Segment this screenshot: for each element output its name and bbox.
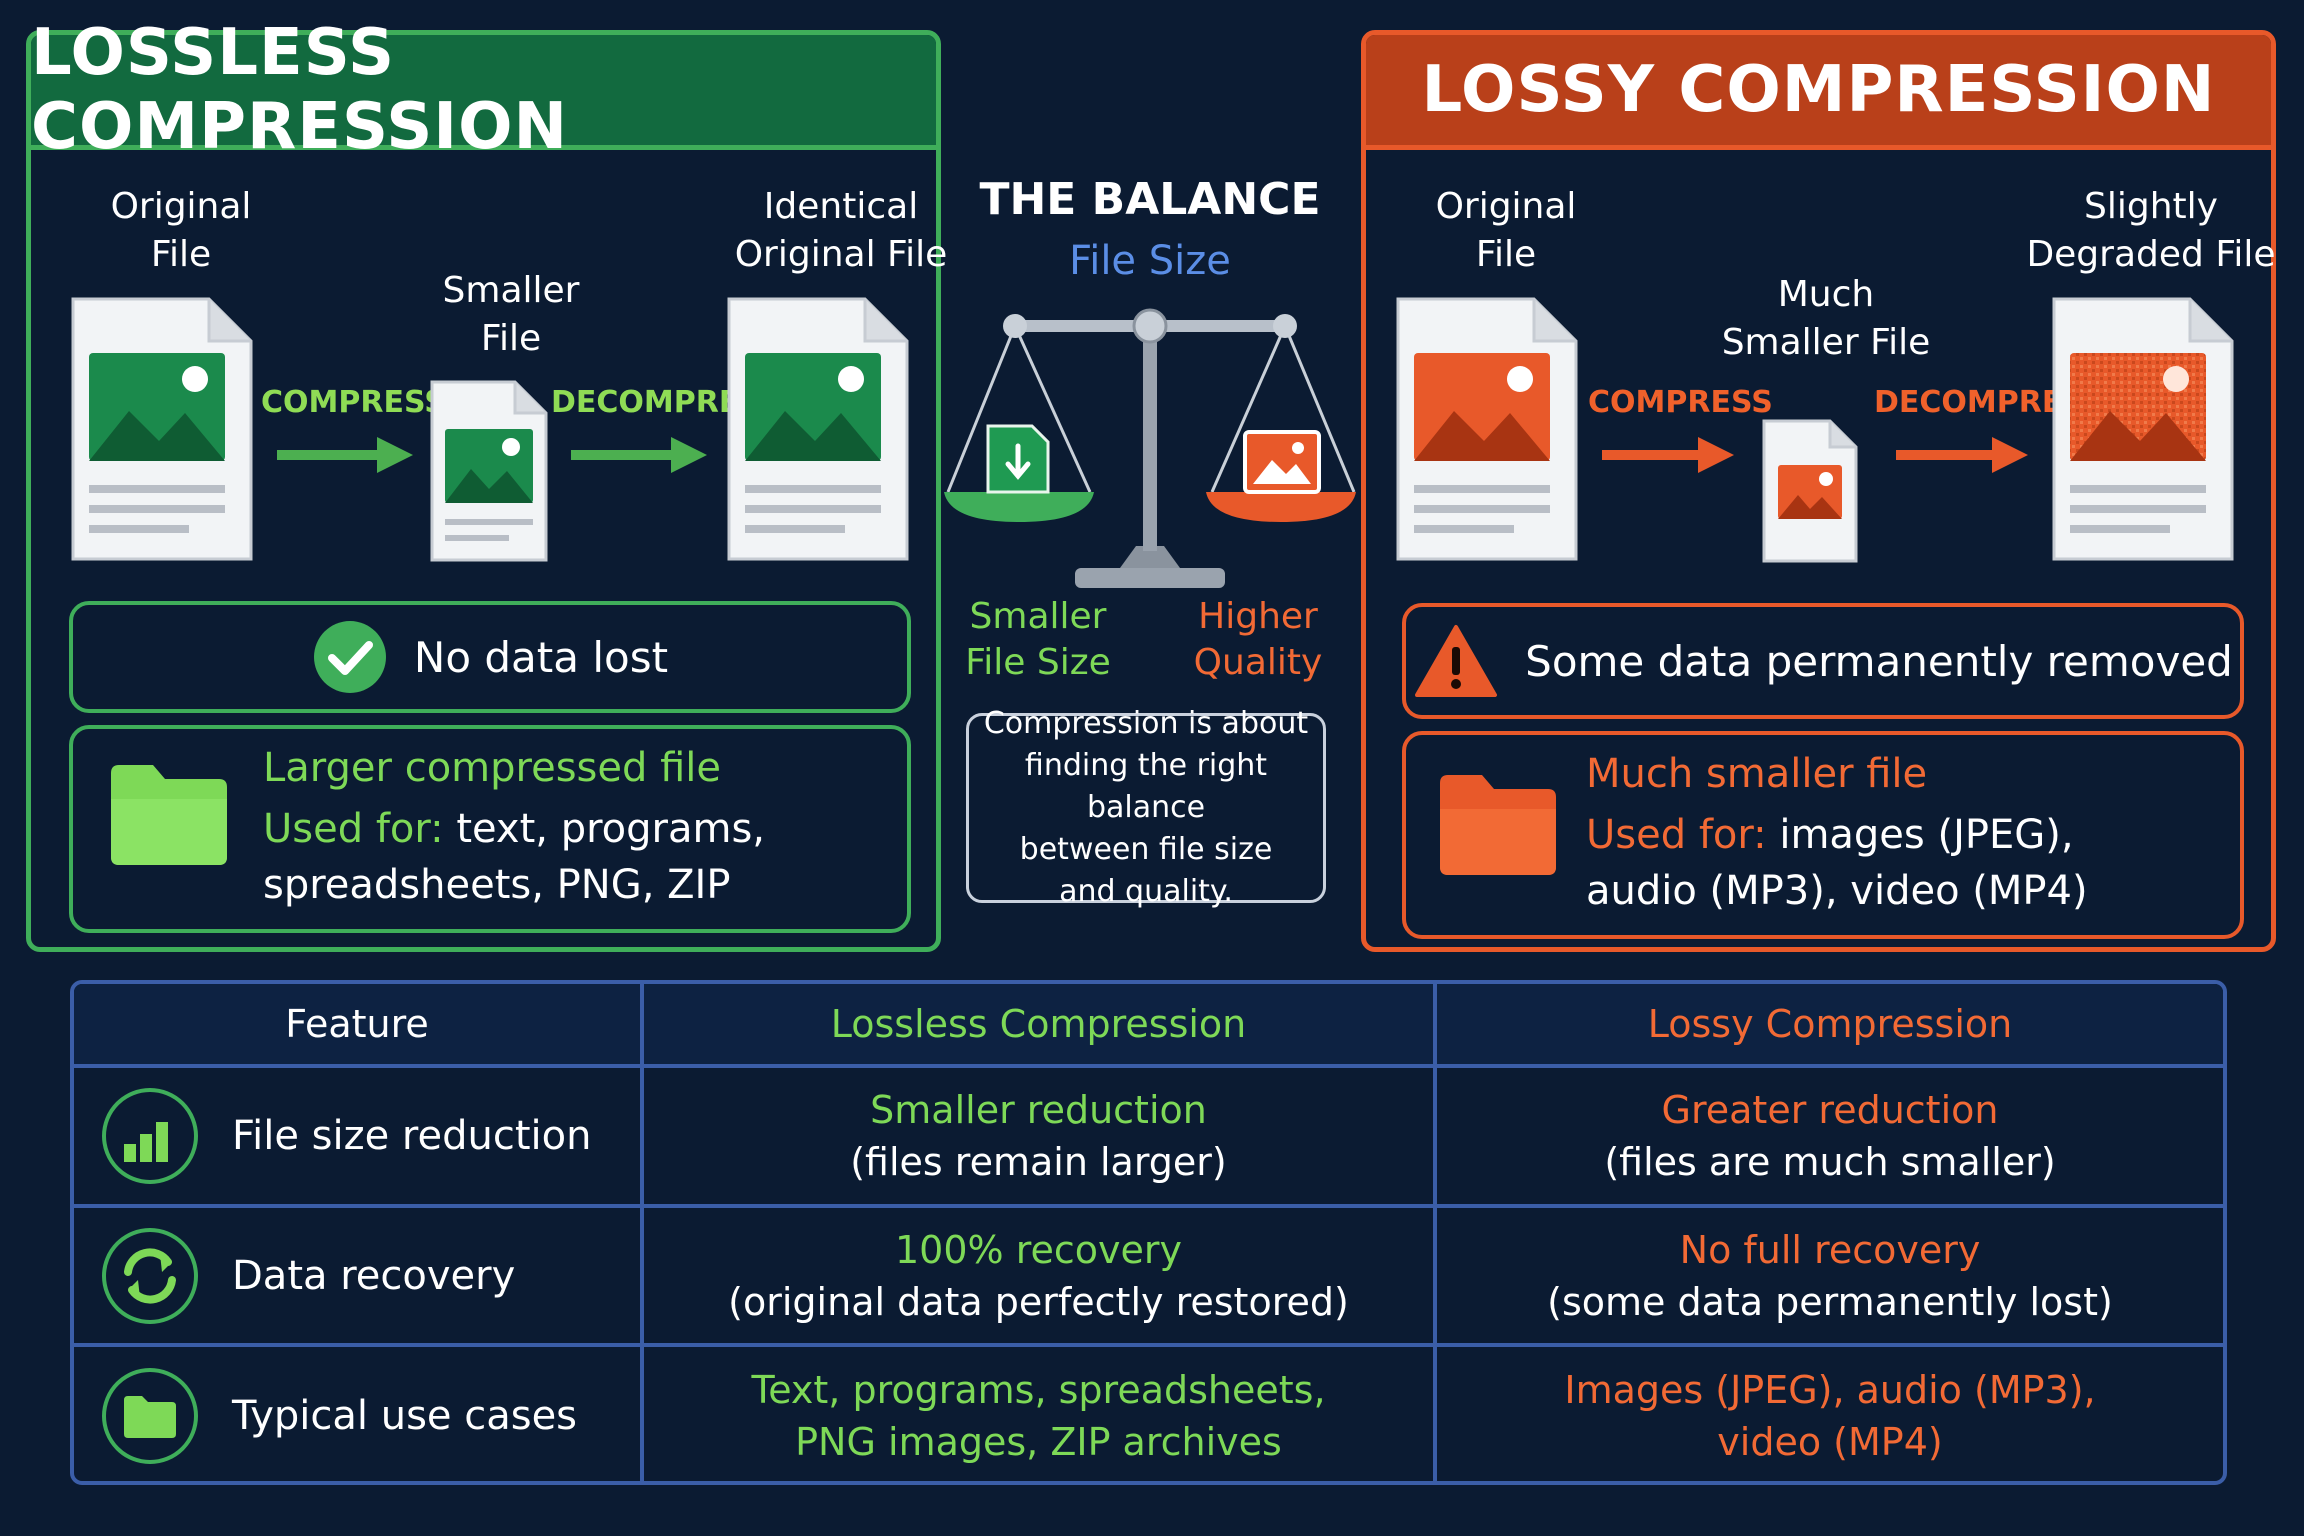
balance-subtitle: File Size: [1069, 238, 1231, 284]
table-row: File size reduction Smaller reduction (f…: [74, 1068, 2223, 1208]
lossy-decompress-arrow-icon: [1896, 437, 2028, 473]
table-header-lossy: Lossy Compression: [1647, 1002, 2013, 1046]
table-header-row: Feature Lossless Compression Lossy Compr…: [74, 984, 2223, 1068]
warning-icon: [1415, 625, 1498, 697]
lossless-info-title: Larger compressed file: [263, 745, 722, 791]
lossy-status-text: Some data permanently removed: [1525, 636, 2233, 686]
lossy-used-for: Used for: images (JPEG), audio (MP3), vi…: [1586, 812, 2088, 914]
feature-name: Data recovery: [232, 1252, 516, 1299]
balance-title: THE BALANCE: [979, 174, 1321, 225]
table-header-lossless: Lossless Compression: [644, 984, 1437, 1064]
folder-icon: [1440, 775, 1556, 875]
table-row: Data recovery 100% recovery (original da…: [74, 1208, 2223, 1347]
folder-icon: [111, 765, 227, 865]
lossy-degraded-file-icon: [2052, 297, 2234, 561]
lossless-status-box: No data lost: [69, 601, 911, 713]
lossless-compress-label: COMPRESS: [261, 385, 446, 420]
lossy-info-box: Much smaller file Used for: images (JPEG…: [1402, 731, 2244, 939]
lossy-compress-label: COMPRESS: [1588, 385, 1773, 420]
lossless-status-text: No data lost: [413, 632, 669, 682]
lossy-smaller-file-icon: [1762, 419, 1858, 563]
bar-chart-icon: [102, 1088, 198, 1184]
table-feature-cell: Data recovery: [74, 1208, 644, 1343]
lossless-compress-arrow-icon: [277, 437, 413, 473]
comparison-table: Feature Lossless Compression Lossy Compr…: [70, 980, 2227, 1485]
check-circle-icon: [313, 621, 386, 693]
table-header-feature: Feature: [74, 984, 644, 1064]
lossless-original-file-icon: [71, 297, 253, 561]
lossy-compress-arrow-icon: [1602, 437, 1734, 473]
lossless-decompress-label: DECOMPRESS: [551, 385, 782, 420]
lossy-status-box: Some data permanently removed: [1402, 603, 2244, 719]
lossless-info-box: Larger compressed file Used for: text, p…: [69, 725, 911, 933]
lossy-value-cell: Greater reduction (files are much smalle…: [1604, 1088, 2056, 1184]
lossy-info-title: Much smaller file: [1586, 751, 1928, 797]
lossless-used-for: Used for: text, programs, spreadsheets, …: [263, 806, 765, 908]
lossy-value-cell: Images (JPEG), audio (MP3), video (MP4): [1564, 1368, 2096, 1464]
lossless-title: LOSSLESS COMPRESSION: [31, 16, 936, 164]
lossy-decompress-label: DECOMPRESS: [1874, 385, 2105, 420]
table-feature-cell: Typical use cases: [74, 1347, 644, 1481]
lossless-decompress-arrow-icon: [571, 437, 707, 473]
lossy-original-file-icon: [1396, 297, 1578, 561]
balance-note: Compression is about finding the right b…: [966, 706, 1326, 909]
lossless-value-cell: Text, programs, spreadsheets, PNG images…: [644, 1347, 1437, 1481]
lossless-identical-file-icon: [727, 297, 909, 561]
feature-name: Typical use cases: [232, 1393, 578, 1439]
lossless-value-cell: 100% recovery (original data perfectly r…: [644, 1208, 1437, 1343]
folder-icon: [102, 1368, 198, 1464]
table-feature-cell: File size reduction: [74, 1068, 644, 1204]
lossless-value-cell: Smaller reduction (files remain larger): [644, 1068, 1437, 1204]
lossless-smaller-file-icon: [430, 380, 548, 562]
lossy-title: LOSSY COMPRESSION: [1366, 35, 2271, 150]
refresh-icon: [102, 1227, 198, 1324]
scale-icon: [944, 308, 1356, 588]
lossy-value-cell: No full recovery (some data permanently …: [1547, 1227, 2113, 1324]
feature-name: File size reduction: [232, 1113, 592, 1159]
table-row: Typical use cases Text, programs, spread…: [74, 1347, 2223, 1481]
